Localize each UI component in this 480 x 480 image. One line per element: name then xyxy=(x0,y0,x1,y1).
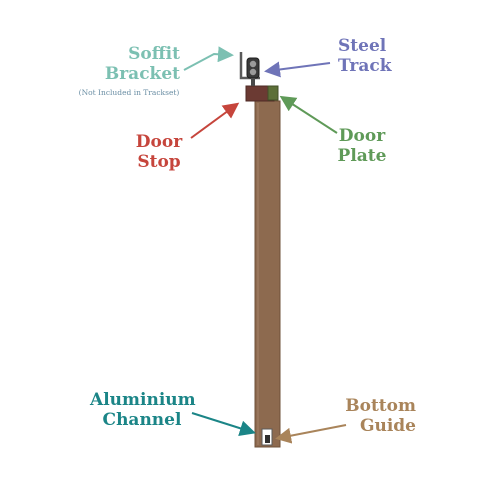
door-stop-label-line1: Door xyxy=(135,132,183,152)
steel-track-arrow xyxy=(264,61,331,78)
soffit-bracket-arrow xyxy=(183,46,234,71)
bottom-guide-arrow xyxy=(275,424,347,444)
hanger-bolt xyxy=(251,78,255,86)
steel-track-label-line1: Steel xyxy=(338,36,387,56)
bottom-guide-label-line1: Bottom xyxy=(345,396,416,416)
door-plate-arrow xyxy=(279,95,338,134)
aluminium-channel-label: Aluminium Channel xyxy=(90,390,196,430)
bottom-guide-label-line2: Guide xyxy=(359,416,416,436)
door-plate-label-line2: Plate xyxy=(337,146,387,166)
bottom-guide-label: Bottom Guide xyxy=(340,396,416,436)
door-stop-label: Door Stop xyxy=(124,132,194,172)
door-plate-label-line1: Door xyxy=(338,126,386,146)
door-plate-label: Door Plate xyxy=(332,126,392,166)
door-stop-arrow xyxy=(190,102,240,139)
door-plate xyxy=(267,85,279,101)
bottom-guide xyxy=(265,435,270,443)
door-panel xyxy=(254,100,281,448)
aluminium-channel-label-line1: Aluminium xyxy=(90,390,196,410)
soffit-bracket-note: (Not Included in Trackset) xyxy=(78,88,180,97)
door-stop-label-line2: Stop xyxy=(137,152,181,172)
steel-track-wheel xyxy=(249,60,257,68)
soffit-bracket-label-line1: Soffit xyxy=(128,44,180,64)
steel-track-wheel xyxy=(249,68,257,76)
soffit-bracket-label-line2: Bracket xyxy=(104,64,180,84)
aluminium-channel-label-line2: Channel xyxy=(102,410,182,430)
steel-track-label: Steel Track xyxy=(338,36,392,76)
aluminium-channel-arrow xyxy=(191,412,256,437)
soffit-bracket-label: Soffit Bracket xyxy=(70,44,180,84)
steel-track-label-line2: Track xyxy=(338,56,392,76)
